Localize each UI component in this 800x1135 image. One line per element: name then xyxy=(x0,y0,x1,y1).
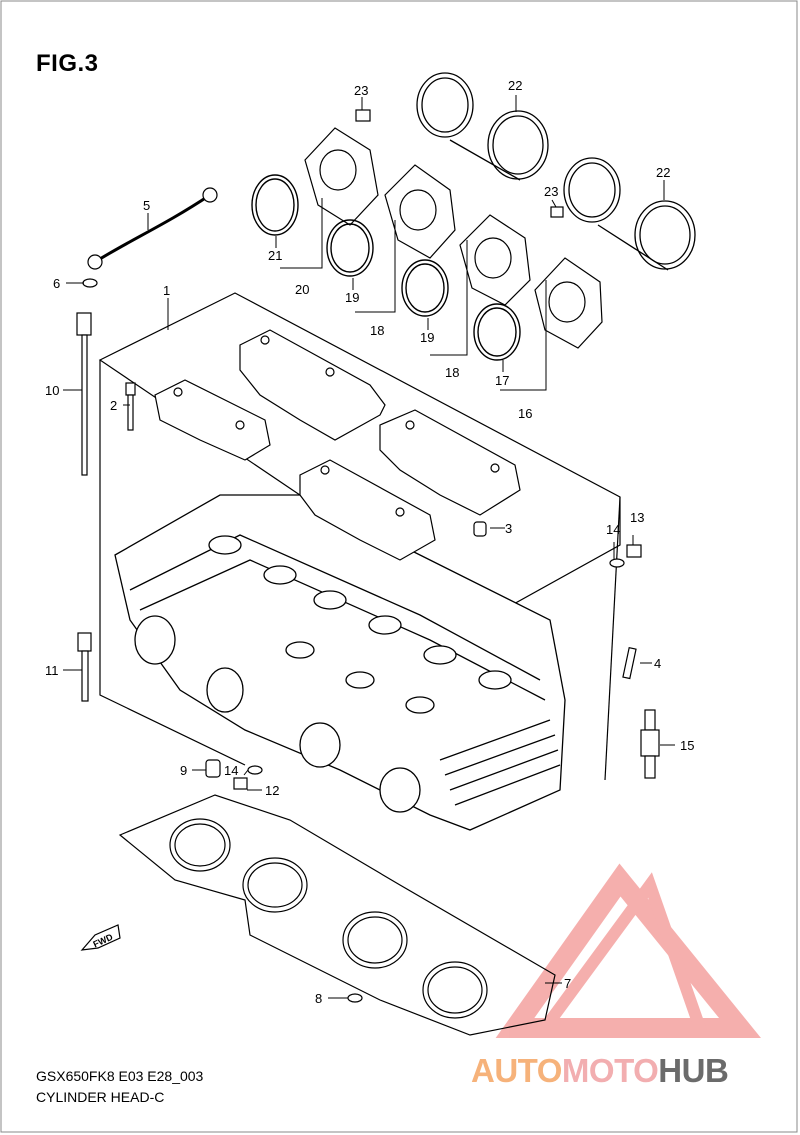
figure-subtitle: CYLINDER HEAD-C xyxy=(36,1089,165,1105)
intake-pipes xyxy=(304,127,603,349)
callout-18: 18 xyxy=(370,323,384,338)
callout-leader-lines xyxy=(63,95,675,999)
fwd-arrow-icon: FWD xyxy=(80,924,121,951)
intake-clamps xyxy=(416,72,696,271)
callout-6: 6 xyxy=(53,276,60,291)
callout-19: 19 xyxy=(345,290,359,305)
callout-11: 11 xyxy=(45,663,59,678)
callout-22: 22 xyxy=(508,78,522,93)
callout-4: 4 xyxy=(654,656,661,671)
camshaft-holders xyxy=(154,329,521,561)
callout-15: 15 xyxy=(680,738,694,753)
callout-3: 3 xyxy=(505,521,512,536)
callout-23: 23 xyxy=(354,83,368,98)
callout-17: 17 xyxy=(495,373,509,388)
watermark-brand: AUTOMOTOHUB xyxy=(471,1052,729,1089)
callout-14: 14 xyxy=(606,522,620,537)
callout-13: 13 xyxy=(630,510,644,525)
figure-title: FIG.3 xyxy=(36,50,99,77)
callout-21: 21 xyxy=(268,248,282,263)
callout-7: 7 xyxy=(564,976,571,991)
callout-23: 23 xyxy=(544,184,558,199)
cylinder-head-gasket xyxy=(118,794,556,1036)
callout-2: 2 xyxy=(110,398,117,413)
callout-numbers: 1 2 3 4 5 6 7 8 9 10 11 12 13 14 14 15 1… xyxy=(45,78,694,1006)
callout-5: 5 xyxy=(143,198,150,213)
model-code: GSX650FK8 E03 E28_003 xyxy=(36,1068,204,1084)
callout-20: 20 xyxy=(295,282,309,297)
hardware-parts xyxy=(76,109,660,1003)
callout-12: 12 xyxy=(265,783,279,798)
callout-8: 8 xyxy=(315,991,322,1006)
callout-22: 22 xyxy=(656,165,670,180)
callout-16: 16 xyxy=(518,406,532,421)
callout-19: 19 xyxy=(420,330,434,345)
watermark-logo xyxy=(495,863,761,1038)
callout-9: 9 xyxy=(180,763,187,778)
o-rings xyxy=(251,174,521,361)
callout-1: 1 xyxy=(163,283,170,298)
callout-10: 10 xyxy=(45,383,59,398)
callout-18: 18 xyxy=(445,365,459,380)
callout-14: 14 xyxy=(224,763,238,778)
cylinder-head xyxy=(114,494,566,831)
